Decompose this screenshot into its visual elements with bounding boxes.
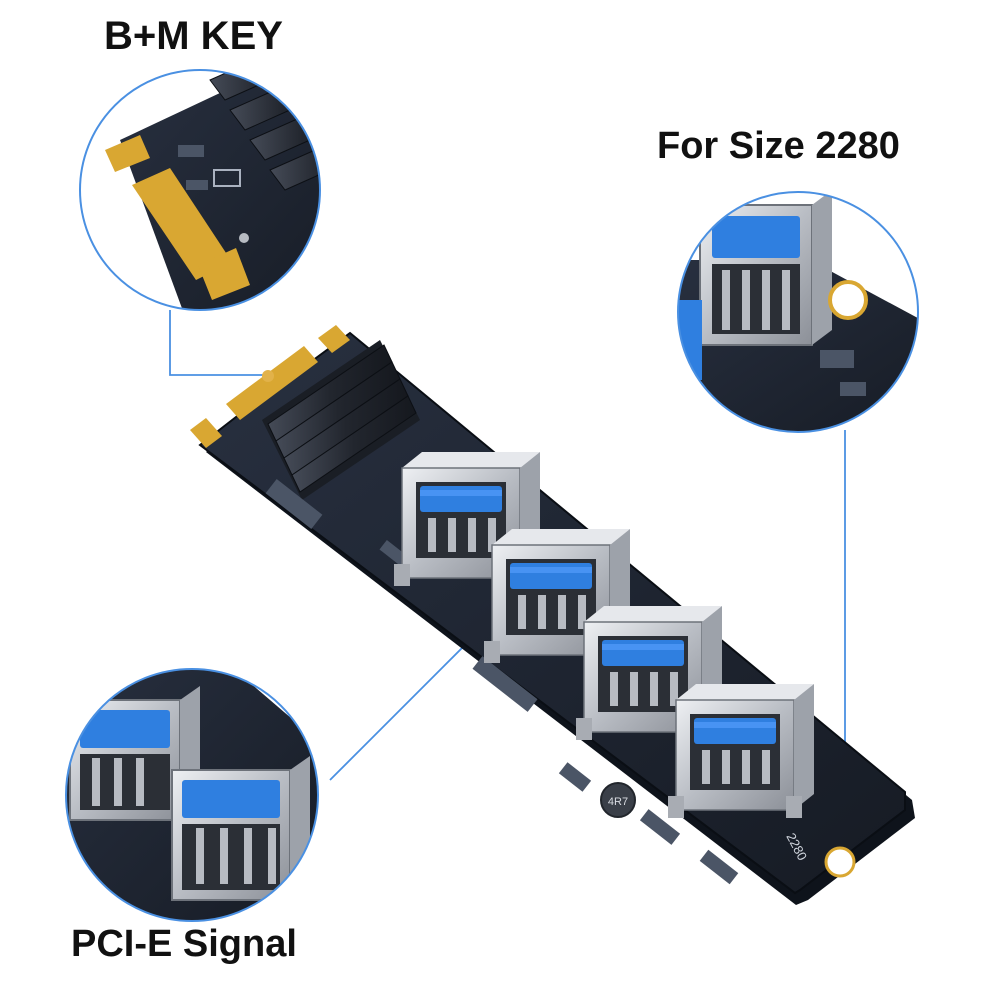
size-2280-label: For Size 2280 xyxy=(657,125,900,167)
inductor-marking: 4R7 xyxy=(608,796,628,808)
key-callout-line xyxy=(169,310,268,376)
inductor: 4R7 xyxy=(600,782,636,818)
gold-contacts xyxy=(190,325,350,448)
mount-notch xyxy=(824,846,856,878)
magnifier-signal xyxy=(65,668,319,922)
magnifier-key xyxy=(79,69,321,311)
usb-port-4 xyxy=(667,683,815,819)
heatsink-icon xyxy=(262,340,420,500)
pcie-signal-label: PCI-E Signal xyxy=(71,923,297,965)
m2-adapter-board: 4R7 2280 xyxy=(190,325,915,905)
bm-key-label: B+M KEY xyxy=(104,14,283,58)
magnifier-size xyxy=(677,191,919,433)
